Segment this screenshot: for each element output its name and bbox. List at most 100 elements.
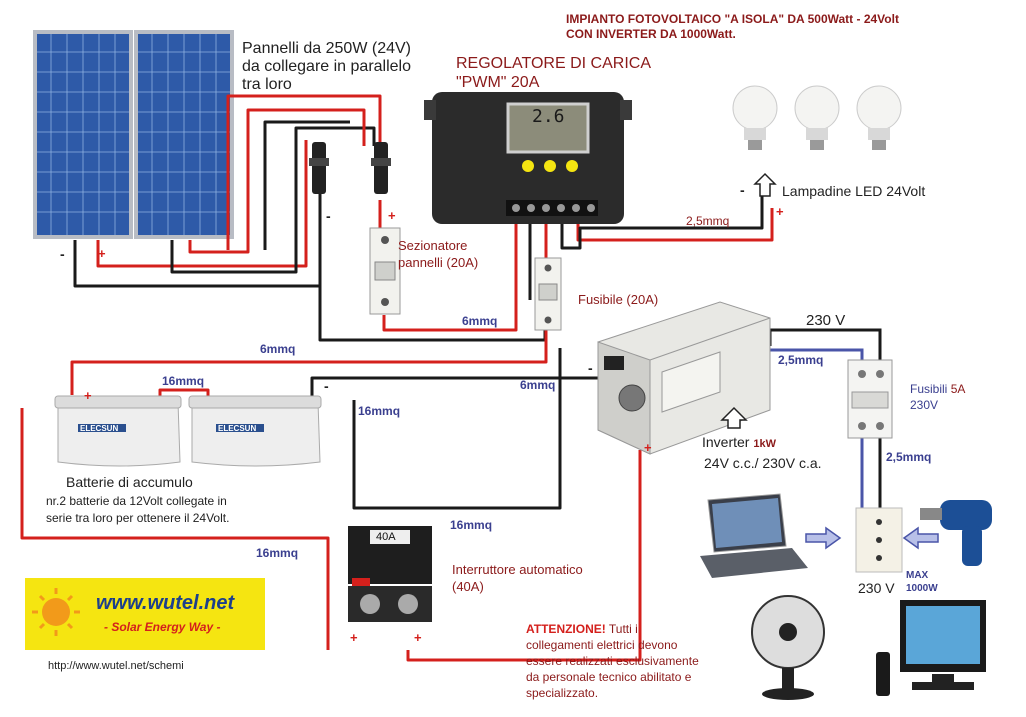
panel-disconnector bbox=[369, 227, 401, 315]
warning-head: ATTENZIONE! bbox=[526, 622, 606, 636]
panels-plus-label: + bbox=[98, 246, 106, 261]
warning-line-4: da personale tecnico abilitato e bbox=[526, 670, 692, 684]
battery-brand-right: ELECSUN bbox=[218, 424, 257, 433]
wire-disconnector-to-reg bbox=[382, 210, 518, 332]
wire-label-panel-to-reg: 6mmq bbox=[462, 314, 498, 328]
wire-panels-plus-c bbox=[226, 94, 382, 250]
logo-tagline: - Solar Energy Way - bbox=[104, 620, 221, 634]
wire-label-batt-minus: 16mmq bbox=[358, 404, 401, 418]
battery-minus-label: - bbox=[324, 378, 329, 394]
dc-fuse bbox=[534, 257, 562, 331]
regulator-label-2: "PWM" 20A bbox=[456, 74, 540, 91]
drill-icon bbox=[920, 500, 992, 566]
fuse-label: Fusibile (20A) bbox=[578, 292, 659, 307]
wire-label-batt-to-inverter: 6mmq bbox=[520, 378, 556, 392]
wutel-logo bbox=[25, 578, 265, 650]
inverter-label-prefix: Inverter bbox=[702, 434, 750, 450]
logo-site: www.wutel.net bbox=[96, 592, 235, 614]
mc4-connector-right bbox=[371, 142, 391, 194]
charge-regulator bbox=[424, 92, 632, 224]
arrow-drill-icon bbox=[902, 526, 939, 550]
wall-socket bbox=[855, 507, 903, 573]
wire-battery-series-link bbox=[158, 388, 210, 398]
ac-fuses-amp: 5A bbox=[950, 382, 966, 396]
batteries-title: Batterie di accumulo bbox=[66, 474, 193, 490]
wire-battery-minus-loop bbox=[352, 348, 562, 510]
regulator-display: 2.6 bbox=[532, 106, 565, 127]
circuit-breaker bbox=[348, 526, 432, 622]
inverter-arrow-icon bbox=[720, 406, 748, 429]
ac-fuse-holder bbox=[847, 359, 893, 439]
tv-icon bbox=[876, 600, 986, 696]
lamps-minus-label: - bbox=[740, 182, 745, 198]
inverter bbox=[597, 301, 771, 455]
battery-right bbox=[188, 395, 322, 467]
diagram-title-2: CON INVERTER DA 1000Watt. bbox=[566, 27, 736, 41]
wire-inverter-230-b bbox=[770, 348, 864, 360]
wire-panels-plus-a bbox=[96, 140, 308, 268]
solar-panel-left bbox=[33, 30, 133, 239]
breaker-rating: 40A bbox=[376, 531, 396, 543]
lamps-plus-label: + bbox=[776, 204, 784, 219]
inverter-power: 1kW bbox=[753, 438, 776, 450]
wire-label-fuse-to-batt: 6mmq bbox=[260, 342, 296, 356]
diagram-title-1: IMPIANTO FOTOVOLTAICO "A ISOLA" DA 500Wa… bbox=[566, 12, 899, 26]
warning-line-3: essere realizzati esclusivamente bbox=[526, 654, 699, 668]
warning-line-5: specializzato. bbox=[526, 686, 599, 700]
inverter-label-2: 24V c.c./ 230V c.a. bbox=[704, 455, 822, 471]
disconnector-label-1: Sezionatore bbox=[398, 238, 468, 253]
battery-left bbox=[54, 395, 182, 467]
inverter-minus-label: - bbox=[588, 360, 593, 376]
battery-plus-label: + bbox=[84, 388, 92, 403]
wire-label-batt-plus: 16mmq bbox=[256, 546, 299, 560]
up-arrow-icon bbox=[753, 172, 777, 197]
wire-label-batt-link: 16mmq bbox=[162, 374, 205, 388]
ac-fuses-label-2: 230V bbox=[910, 398, 939, 412]
breaker-label-2: (40A) bbox=[452, 579, 484, 594]
batteries-desc-1: nr.2 batterie da 12Volt collegate in bbox=[46, 494, 227, 508]
ac-fuses-label-1: Fusibili 5A bbox=[910, 382, 965, 396]
wire-label-fuse-to-socket: 2,5mmq bbox=[886, 450, 932, 464]
inverter-output-voltage: 230 V bbox=[806, 312, 846, 329]
battery-brand-left: ELECSUN bbox=[80, 424, 119, 433]
lamps-label: Lampadine LED 24Volt bbox=[782, 183, 926, 199]
wire-fuse-to-battery-plus bbox=[70, 330, 548, 395]
ac-fuses-prefix: Fusibili bbox=[910, 382, 948, 396]
batteries-desc-2: serie tra loro per ottenere il 24Volt. bbox=[46, 511, 230, 525]
mc4-connector-left bbox=[309, 142, 329, 194]
panels-caption-3: tra loro bbox=[242, 76, 292, 93]
solar-panel-right bbox=[134, 30, 234, 239]
wire-reg-to-lamps-plus bbox=[576, 208, 774, 242]
wire-breaker-to-inverter bbox=[406, 450, 642, 662]
disconnector-label-2: pannelli (20A) bbox=[398, 255, 479, 270]
wire-battery-to-breaker bbox=[20, 408, 330, 650]
wire-label-inv-to-fuse: 2,5mmq bbox=[778, 353, 824, 367]
regulator-label-1: REGOLATORE DI CARICA bbox=[456, 55, 651, 72]
breaker-plus-right: + bbox=[414, 630, 422, 645]
laptop-icon bbox=[700, 493, 808, 578]
inverter-plus-label: + bbox=[644, 440, 652, 455]
breaker-label-1: Interruttore automatico bbox=[452, 562, 583, 577]
led-bulbs bbox=[732, 85, 902, 150]
warning-line-2: collegamenti elettrici devono bbox=[526, 638, 678, 652]
socket-max-1: MAX bbox=[906, 570, 929, 581]
wire-label-breaker-to-inv: 16mmq bbox=[450, 518, 493, 532]
logo-url: http://www.wutel.net/schemi bbox=[48, 660, 184, 672]
arrow-laptop-icon bbox=[805, 526, 842, 550]
wire-panels-plus-b bbox=[188, 108, 366, 254]
breaker-plus-left: + bbox=[350, 630, 358, 645]
warning-line-1: ATTENZIONE! Tutti i bbox=[526, 622, 638, 636]
panels-minus-label: - bbox=[60, 246, 65, 262]
socket-max-2: 1000W bbox=[906, 583, 938, 594]
inverter-label-1: Inverter 1kW bbox=[702, 434, 776, 450]
panels-caption-2: da collegare in parallelo bbox=[242, 58, 411, 75]
warning-text-1: Tutti i bbox=[608, 622, 638, 636]
disconnector-minus-label: - bbox=[326, 208, 331, 224]
wire-panels-minus-c bbox=[263, 120, 350, 250]
wire-panels-minus-b bbox=[170, 126, 376, 274]
socket-voltage: 230 V bbox=[858, 580, 895, 596]
lamps-wire-size: 2,5mmq bbox=[686, 214, 730, 228]
panels-caption-1: Pannelli da 250W (24V) bbox=[242, 40, 411, 57]
fan-icon bbox=[751, 595, 825, 700]
